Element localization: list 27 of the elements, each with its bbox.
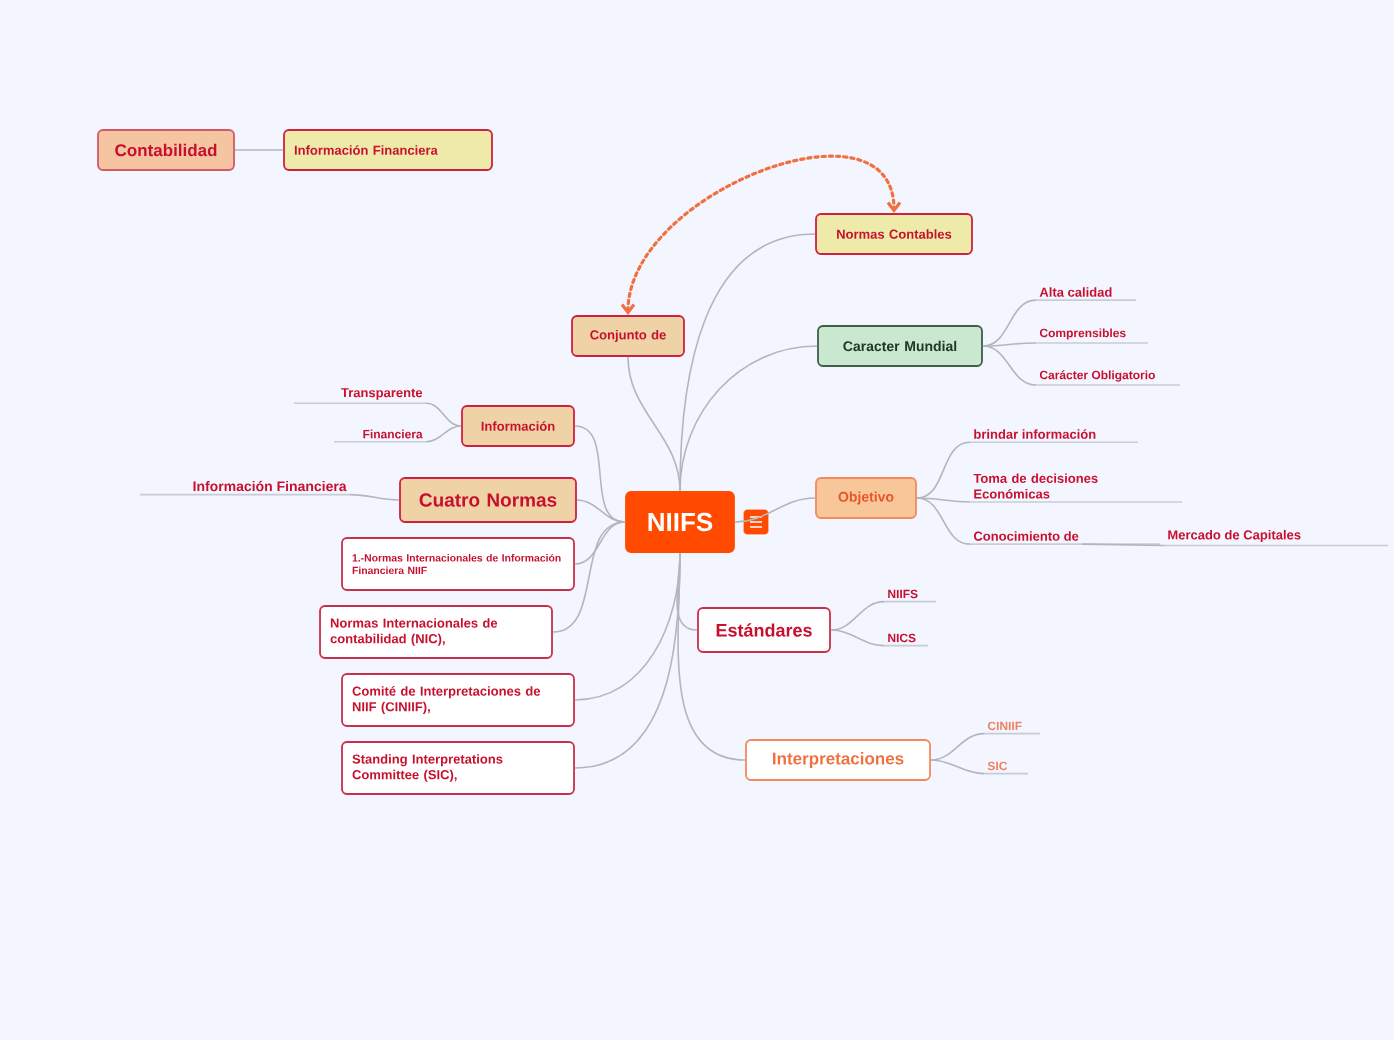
branch-line: [930, 732, 985, 761]
branch-line: [349, 493, 400, 501]
central-topic-box: NIIFS: [625, 491, 735, 553]
branch-line: [930, 759, 985, 775]
branch-line: [679, 345, 818, 492]
branch-line: [982, 345, 1037, 386]
topic-box: Contabilidad: [97, 129, 235, 171]
topic-box: Cuatro Normas: [399, 477, 577, 523]
branch-line: [916, 497, 971, 503]
branch-line: [916, 497, 971, 545]
branch-line: [234, 149, 284, 151]
branch-line: [576, 499, 626, 523]
branch-line: [982, 342, 1037, 347]
branch-line: [425, 425, 462, 443]
branch-line: [916, 441, 971, 499]
branch-line: [425, 402, 462, 427]
branch-line: [982, 299, 1037, 347]
branch-line: [574, 521, 626, 565]
branch-line: [552, 521, 626, 633]
branch-line: [734, 497, 816, 523]
dotted-arrow: [620, 154, 902, 316]
branch-line: [677, 552, 746, 761]
branch-line: [830, 629, 885, 647]
branch-line: [830, 600, 885, 631]
topic-box: Estándares: [697, 607, 831, 653]
topic-box: Interpretaciones: [745, 739, 931, 781]
branch-line: [1081, 543, 1165, 547]
